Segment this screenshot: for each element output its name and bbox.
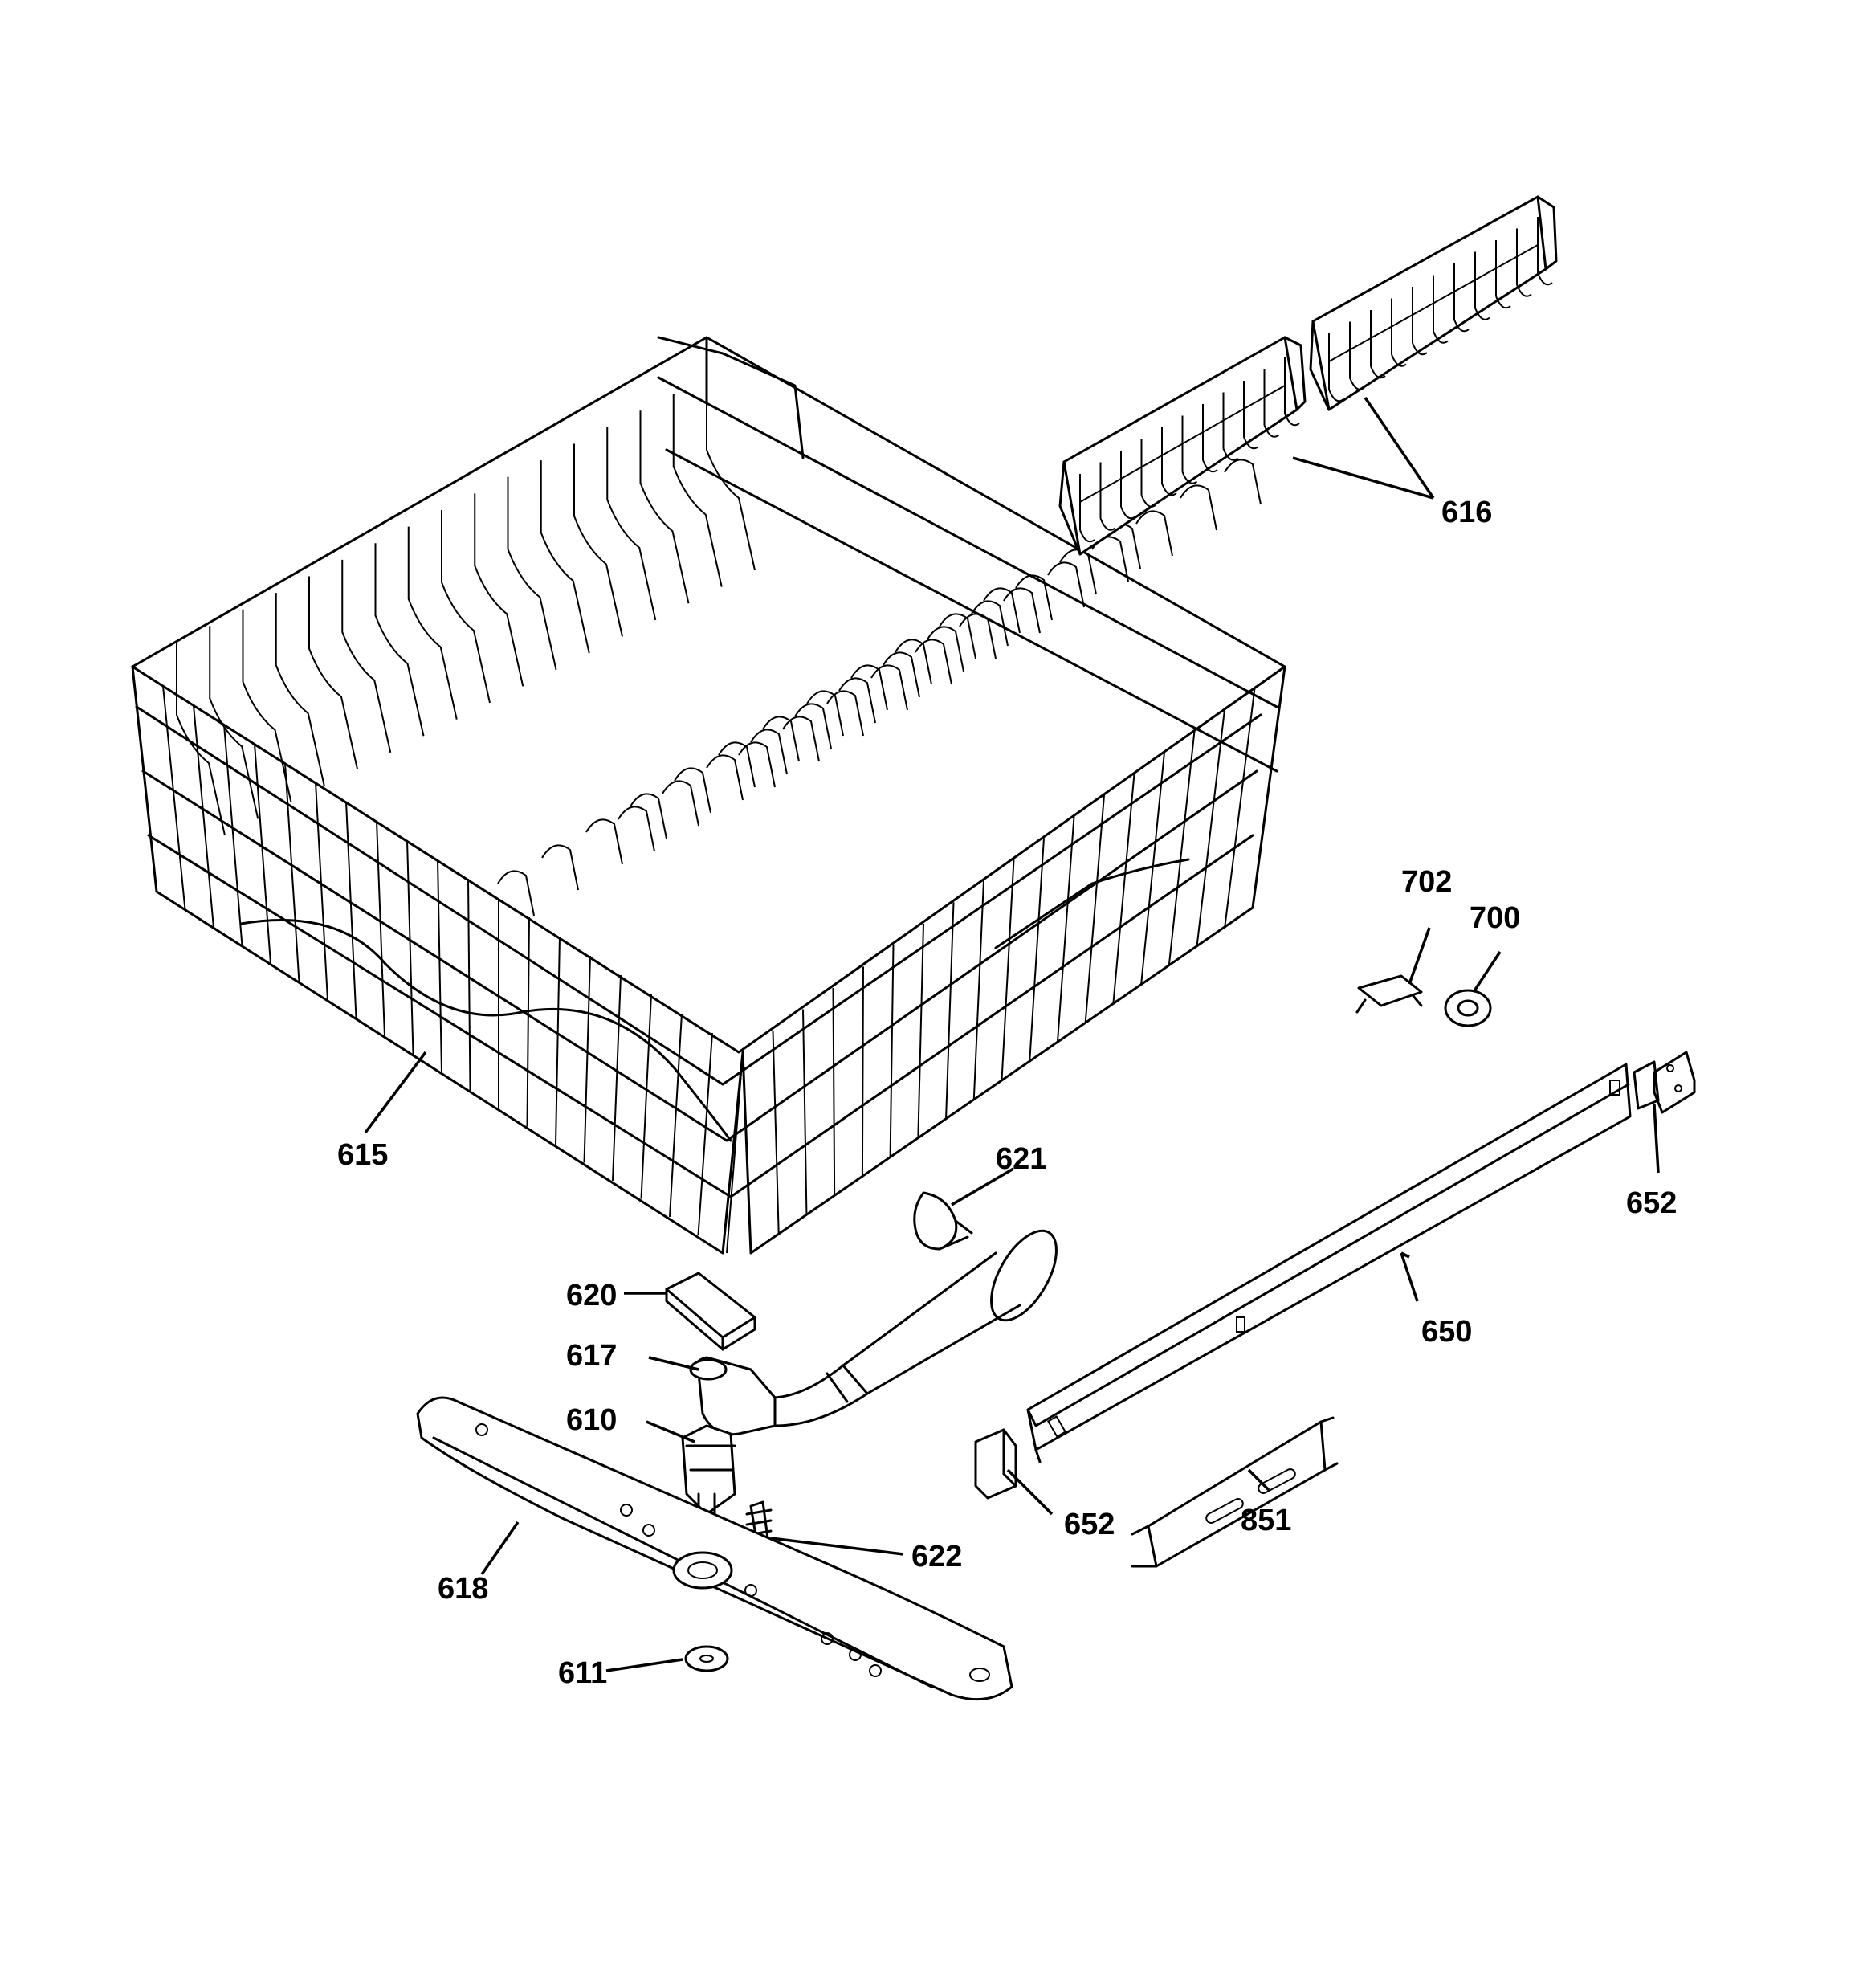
callout-615: 615 [337,1138,388,1172]
spray-arm-hub [681,1424,736,1516]
tine-row-panel-right [1309,195,1558,411]
callout-702: 702 [1401,865,1452,899]
spray-arm-bracket [665,1272,756,1351]
callout-621: 621 [996,1142,1046,1176]
spray-arm-washer [684,1645,729,1672]
hose-clamp-part [913,1191,973,1251]
callout-622: 622 [911,1540,962,1574]
callout-618: 618 [438,1572,488,1606]
callout-610: 610 [566,1403,617,1437]
callout-652-left: 652 [1064,1508,1115,1541]
rack-slide-rail [1026,1063,1632,1463]
callout-labels: 616 615 702 700 621 652 620 650 617 610 … [337,496,1677,1690]
leader-lines [364,397,1660,1672]
lower-spray-arm [416,1396,1013,1701]
callout-650: 650 [1421,1315,1472,1349]
tine-row-panel-left [1058,336,1307,556]
rack-slide-end-bracket-right [1633,1051,1696,1114]
callout-617: 617 [566,1339,617,1373]
callout-611: 611 [558,1656,607,1690]
callout-652-right: 652 [1626,1186,1677,1220]
upper-rack-basket [131,336,1286,1255]
callout-851: 851 [1241,1504,1291,1537]
rack-slide-end-cap-left [974,1428,1017,1500]
spray-arm-feed-tube [689,1229,1058,1436]
callout-616: 616 [1441,496,1492,529]
rack-roller-part [1444,989,1492,1027]
rack-clip-part [1355,974,1423,1014]
callout-700: 700 [1470,901,1520,935]
callout-620: 620 [566,1279,617,1312]
slide-rail-insert [1131,1416,1339,1568]
